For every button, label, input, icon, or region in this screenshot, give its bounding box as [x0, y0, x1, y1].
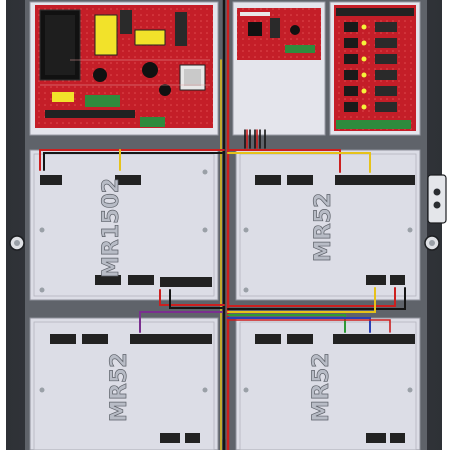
- board-bottom-left: MR52: [29, 317, 219, 450]
- board-bottom-right: MR52: [235, 317, 421, 450]
- top-right-board-label: MR52: [311, 193, 336, 262]
- power-supply-icon: [29, 1, 219, 136]
- board-top-right: MR52: [235, 149, 421, 301]
- board-top-left: MR1502: [29, 149, 219, 301]
- lock-icon[interactable]: [424, 174, 447, 251]
- relay-board-icon: [329, 1, 421, 136]
- bottom-left-board-label: MR52: [107, 353, 132, 422]
- top-left-board-label: MR1502: [99, 178, 124, 278]
- hinge-icon: [9, 235, 25, 251]
- bottom-right-board-label: MR52: [309, 353, 334, 422]
- controller-board: [232, 1, 326, 136]
- wiring-harness: [39, 0, 406, 450]
